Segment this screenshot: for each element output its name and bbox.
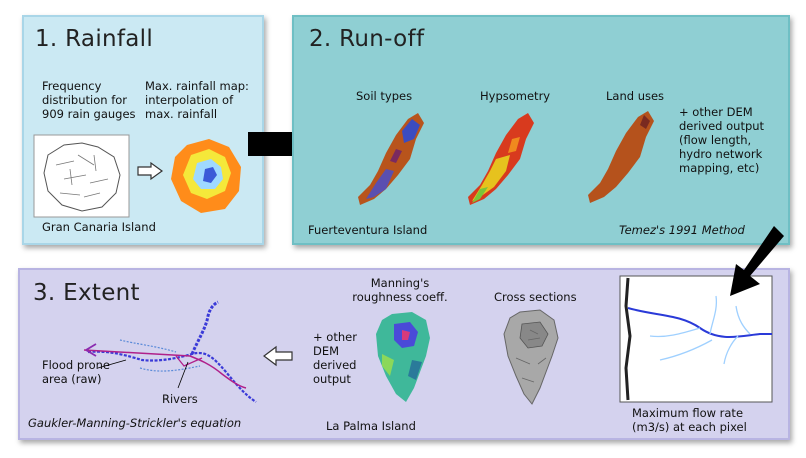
la-palma-label: La Palma Island: [326, 419, 416, 433]
flow-arrow-diagonal-icon: [730, 226, 784, 296]
runoff-dem-line-1: + other DEM: [679, 105, 753, 119]
freq-line-2: distribution for: [42, 93, 128, 107]
max-flow-map: [619, 275, 773, 403]
rivers-label: Rivers: [162, 392, 198, 406]
extent-panel: 3. Extent Flood prone area (raw) Rivers …: [18, 268, 790, 440]
extent-dem-output-text: + other DEM derived output: [313, 330, 357, 386]
max-rainfall-text: Max. rainfall map: interpolation of max.…: [145, 79, 249, 121]
runoff-panel: 2. Run-off Soil types Hypsometry Land us…: [292, 15, 790, 245]
manning-line-1: Manning's: [370, 276, 430, 290]
rainfall-panel: 1. Rainfall Frequency distribution for 9…: [22, 15, 264, 245]
manning-roughness-map: [376, 312, 430, 402]
cross-sections-label: Cross sections: [494, 290, 577, 304]
extent-dem-line-3: derived: [313, 358, 357, 372]
manning-label: Manning's roughness coeff.: [350, 276, 450, 304]
flood-line-1: Flood prone: [42, 358, 111, 372]
maxflow-line-1: Maximum flow rate: [632, 406, 744, 420]
land-uses-label: Land uses: [606, 89, 665, 103]
map-line-3: max. rainfall: [145, 107, 218, 121]
soil-types-label: Soil types: [356, 89, 413, 103]
extent-dem-line-4: output: [313, 372, 351, 386]
map-line-1: Max. rainfall map:: [145, 79, 249, 93]
rainfall-title: 1. Rainfall: [35, 26, 154, 52]
soil-types-map: [358, 113, 424, 205]
other-dem-output-text: + other DEM derived output (flow length,…: [679, 105, 764, 175]
extent-dem-line-1: + other: [313, 330, 357, 344]
hypsometry-label: Hypsometry: [480, 89, 551, 103]
hollow-arrow-icon: [137, 161, 164, 181]
runoff-dem-line-4: hydro network: [679, 147, 763, 161]
extent-dem-line-2: DEM: [313, 344, 340, 358]
runoff-dem-line-2: derived output: [679, 119, 765, 133]
runoff-title: 2. Run-off: [309, 26, 425, 52]
max-flow-label: Maximum flow rate (m3/s) at each pixel: [632, 406, 747, 434]
runoff-dem-line-3: (flow length,: [679, 133, 752, 147]
freq-line-1: Frequency: [42, 79, 102, 93]
max-rainfall-map: [171, 139, 241, 213]
temez-method-label: Temez's 1991 Method: [619, 223, 745, 237]
manning-line-2: roughness coeff.: [352, 290, 448, 304]
gran-canaria-label: Gran Canaria Island: [42, 220, 156, 234]
hypsometry-map: [468, 113, 534, 205]
gms-equation-label: Gaukler-Manning-Strickler's equation: [28, 416, 242, 430]
runoff-dem-line-5: mapping, etc): [679, 161, 760, 175]
land-uses-map: [588, 111, 654, 203]
flood-line-2: area (raw): [42, 372, 102, 386]
rain-gauge-map: [33, 134, 130, 218]
freq-distribution-text: Frequency distribution for 909 rain gaug…: [42, 79, 136, 121]
flood-prone-label: Flood prone area (raw): [42, 358, 110, 386]
freq-line-3: 909 rain gauges: [42, 107, 136, 121]
maxflow-line-2: (m3/s) at each pixel: [632, 420, 747, 434]
fuerteventura-label: Fuerteventura Island: [308, 223, 428, 237]
river-network-diagram: [83, 300, 257, 403]
cross-sections-map: [503, 309, 559, 405]
extent-title: 3. Extent: [33, 280, 140, 306]
hollow-arrow-left-icon: [263, 345, 293, 367]
map-line-2: interpolation of: [145, 93, 234, 107]
